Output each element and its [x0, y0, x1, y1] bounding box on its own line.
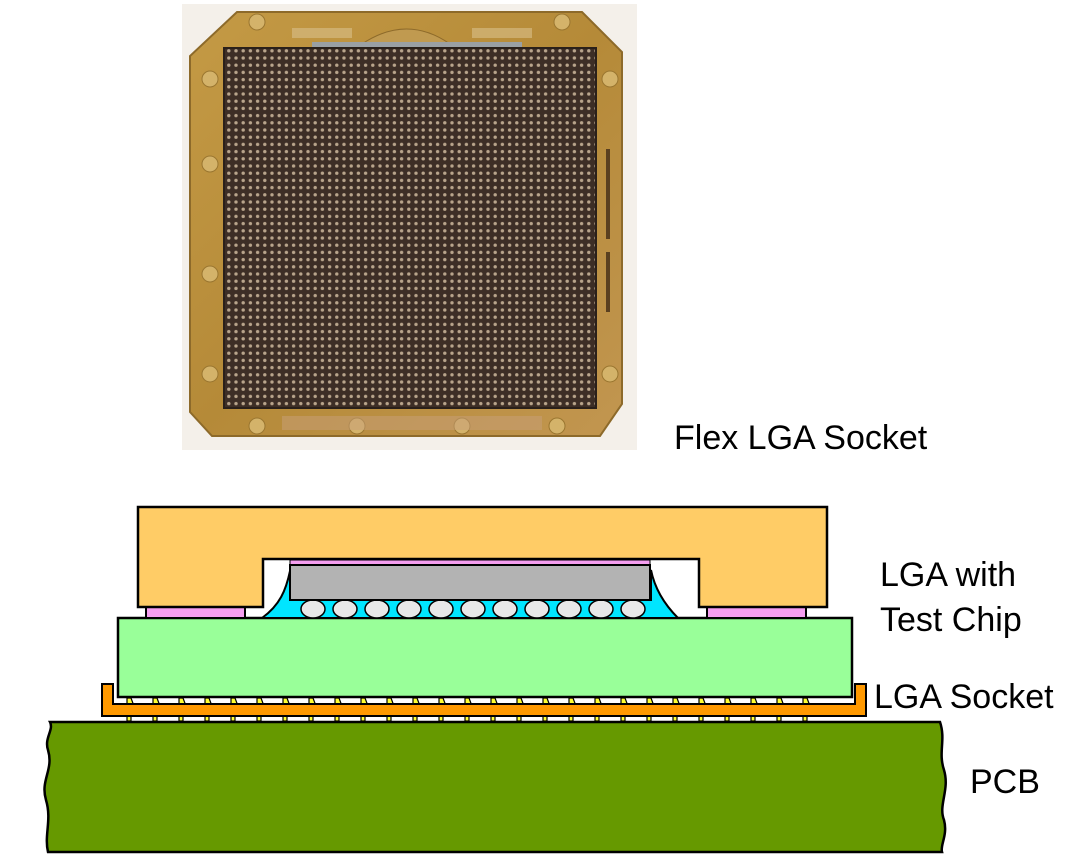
label-lga-socket: LGA Socket — [874, 678, 1054, 716]
adhesive-pad-right — [706, 606, 807, 619]
socket-photo-graphic — [189, 11, 623, 437]
solder-bumps — [300, 599, 646, 619]
label-pcb: PCB — [970, 763, 1040, 801]
label-lga-with: LGA with — [880, 556, 1017, 594]
lga-substrate — [116, 616, 854, 699]
contact-grid — [223, 47, 597, 409]
flex-lga-socket-photo — [182, 4, 637, 450]
pcb-layer — [43, 720, 947, 854]
lid-layer — [136, 505, 829, 609]
label-test-chip: Test Chip — [880, 601, 1022, 639]
test-chip-die — [289, 564, 651, 601]
lga-socket-layer — [101, 683, 867, 717]
adhesive-pad-left — [145, 606, 246, 619]
flex-lga-socket-caption: Flex LGA Socket — [674, 419, 928, 457]
cross-section-diagram — [43, 505, 947, 854]
